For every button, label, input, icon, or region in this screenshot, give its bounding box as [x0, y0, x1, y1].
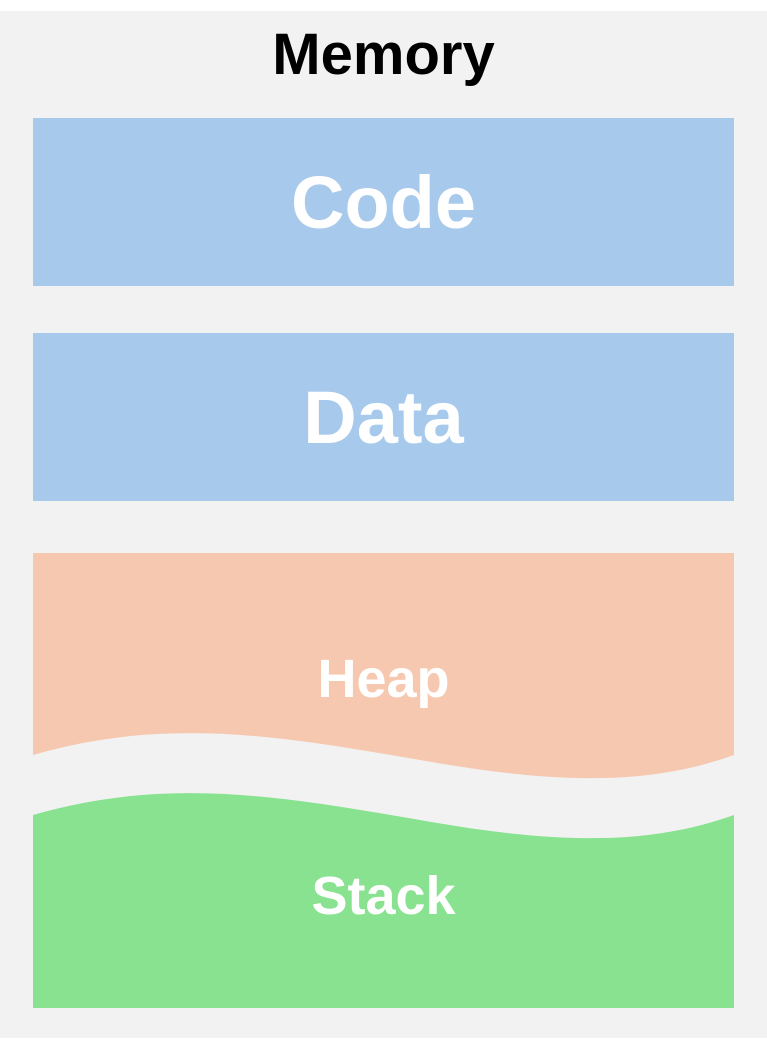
heap-segment — [33, 553, 734, 779]
data-segment-label: Data — [303, 375, 464, 459]
stack-segment — [33, 793, 734, 1008]
diagram-title: Memory — [272, 22, 495, 87]
data-segment: Data — [33, 333, 734, 501]
code-segment-label: Code — [291, 160, 476, 244]
stack-segment-label: Stack — [311, 866, 456, 926]
heap-segment-label: Heap — [317, 649, 450, 709]
code-segment: Code — [33, 118, 734, 286]
